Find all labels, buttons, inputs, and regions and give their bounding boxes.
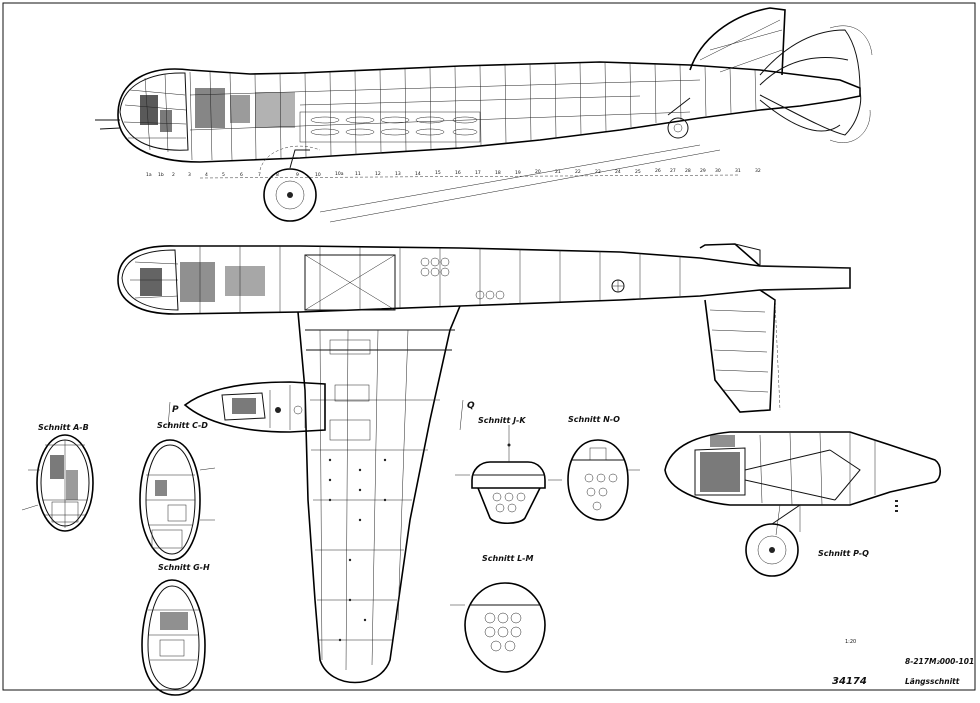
frame-number: 27 [670,168,676,174]
drawing-title: Längsschnitt [905,677,960,686]
frame-number: 8 [276,172,279,178]
plan-view-tailplane [699,243,851,413]
section-pq-label: Schnitt P-Q [818,549,869,558]
frame-number: 15 [435,170,441,176]
frame-number: 10 [315,172,321,178]
plan-view-engine-nacelle [183,381,326,433]
plan-view-fuselage [117,245,851,315]
frame-number: 10a [335,171,344,177]
frame-number: 22 [575,169,581,175]
section-marker-q: Q [467,401,475,411]
frame-number: 18 [495,170,501,176]
section-ab-label: Schnitt A-B [38,423,89,432]
section-no-label: Schnitt N-O [568,415,620,424]
frame-number: 23 [595,169,601,175]
side-view-frame-numbers: 1a 1b 2 3 4 5 6 7 8 9 10 10a 11 12 13 14… [146,168,761,178]
section-lm-label: Schnitt L-M [482,554,533,563]
section-jk-drawing [471,425,546,525]
frame-number: 13 [395,171,401,177]
section-no-drawing [567,439,629,521]
frame-number: 16 [455,170,461,176]
section-cd-drawing [139,439,201,561]
frame-number: 32 [755,168,761,174]
section-gh-drawing [141,579,206,696]
section-marker-p: P [172,405,179,415]
frame-number: 12 [375,171,381,177]
section-gh-label: Schnitt G-H [158,563,210,572]
frame-number: 11 [355,171,361,177]
frame-number: 2 [172,172,175,178]
frame-number: 5 [222,172,225,178]
frame-number: 28 [685,168,691,174]
frame-number: 24 [615,169,621,175]
plan-view-wing [297,305,461,684]
frame-number: 1a [146,172,152,178]
frame-number: 26 [655,168,661,174]
frame-number: 4 [205,172,208,178]
section-lm-drawing [464,582,546,673]
frame-number: 20 [535,169,541,175]
frame-number: 30 [715,168,721,174]
frame-number: 7 [258,172,261,178]
sheet-border [2,2,976,691]
side-view-fuselage [95,61,861,163]
drawing-number: 8-217M₂000-101 [905,657,974,666]
side-view-tail [667,7,873,143]
frame-number: 9 [296,172,299,178]
section-pq-drawing [664,431,942,577]
section-ab-drawing [36,434,94,532]
archive-number: 34174 [832,676,867,687]
frame-number: 6 [240,172,243,178]
frame-number: 19 [515,170,521,176]
section-jk-label: Schnitt J-K [478,416,526,425]
frame-number: 31 [735,168,741,174]
frame-number: 29 [700,168,706,174]
frame-number: 3 [188,172,191,178]
frame-number: 14 [415,171,421,177]
frame-number: 17 [475,170,481,176]
frame-number: 1b [158,172,164,178]
side-view-main-wheel [259,145,321,222]
frame-number: 25 [635,169,641,175]
section-cd-label: Schnitt C-D [157,421,208,430]
scale-label: 1:20 [845,639,856,645]
frame-number: 21 [555,169,561,175]
